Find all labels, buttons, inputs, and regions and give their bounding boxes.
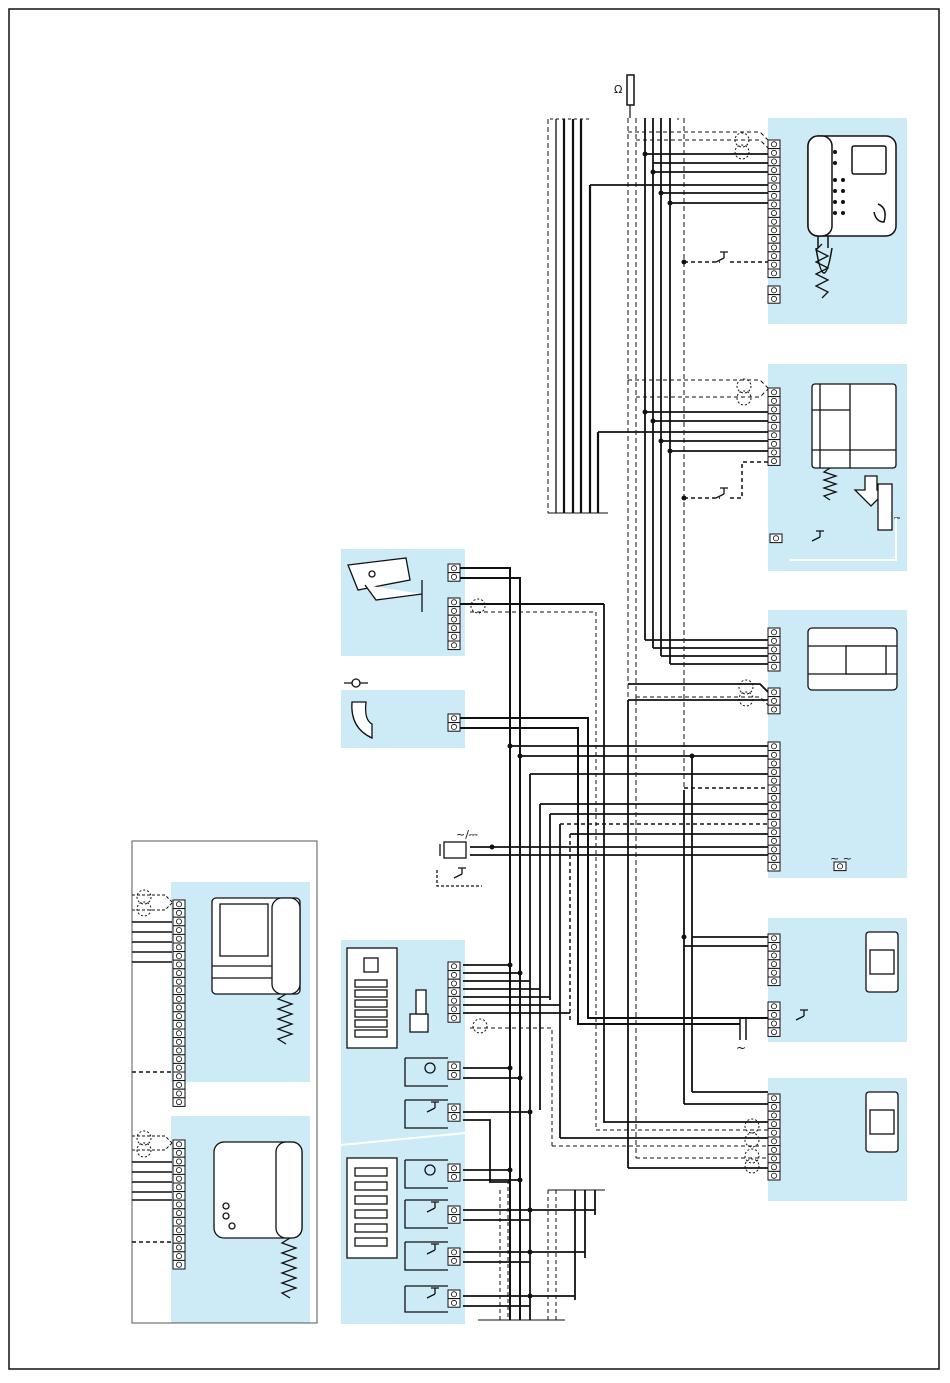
inset-wires — [132, 895, 172, 1242]
camera-bus — [455, 568, 605, 1320]
terminal-block — [448, 1206, 460, 1223]
terminal-block — [173, 900, 185, 1106]
horizontal-bus — [455, 604, 768, 1168]
terminal-block — [768, 628, 780, 671]
terminal-block — [768, 388, 780, 465]
terminal-block — [768, 286, 780, 303]
terminal-block — [448, 564, 460, 581]
terminal-block — [448, 1104, 460, 1121]
handset-1-icon — [212, 898, 300, 994]
terminal-block — [448, 598, 460, 650]
handset-2-icon — [214, 1142, 302, 1238]
entrance-panel-audio-icon — [347, 1158, 397, 1258]
terminal-block — [768, 688, 780, 714]
push-buttons — [427, 252, 824, 1298]
terminal-block — [448, 1062, 460, 1079]
terminal-block — [448, 1290, 460, 1307]
wires-power-supply — [628, 640, 768, 705]
relay-icon — [866, 932, 898, 992]
terminal-block — [448, 962, 460, 1022]
wires-videophone-1 — [590, 132, 768, 262]
terminal-block — [448, 1248, 460, 1265]
distributor-icon — [866, 1092, 898, 1152]
terminal-block — [768, 140, 780, 278]
terminating-resistor: Ω — [614, 75, 634, 118]
terminal-block — [173, 1140, 185, 1269]
door-lock-icon — [437, 842, 482, 886]
power-supply-icon — [808, 628, 897, 690]
terminal-block — [770, 534, 782, 543]
terminal-block — [768, 934, 780, 986]
right-risers — [628, 118, 684, 1168]
terminal-block — [768, 1002, 780, 1036]
ohm-label: Ω — [614, 83, 622, 96]
door-lock-ac-label: ~/⎓ — [456, 828, 478, 841]
power-ac-label: ~ ~ — [830, 852, 852, 865]
riser-bus — [548, 119, 608, 513]
terminal-block — [768, 742, 780, 871]
terminal-block — [448, 1164, 460, 1181]
wires-videophone-2 — [598, 380, 768, 498]
relay-ac-label: ~ — [736, 1041, 746, 1055]
terminal-block — [768, 1094, 780, 1180]
terminal-block — [448, 714, 460, 731]
